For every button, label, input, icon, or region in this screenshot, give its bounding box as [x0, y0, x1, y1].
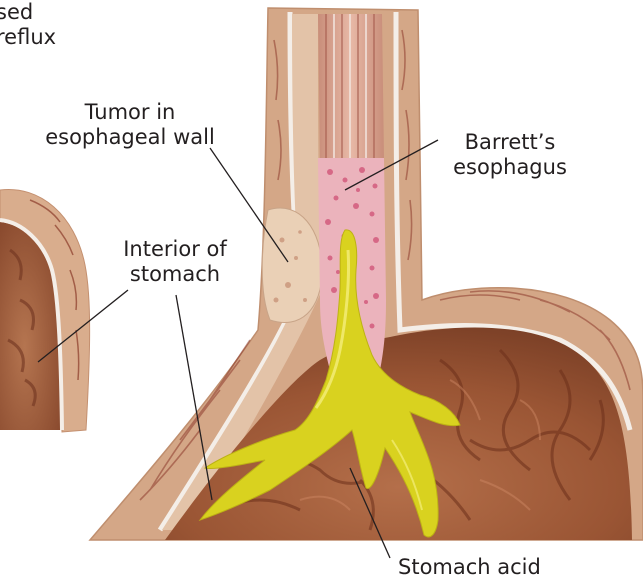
top-left-label-line2: reflux	[0, 25, 56, 50]
top-left-label: sed reflux	[0, 0, 56, 50]
barretts-label: Barrett’s esophagus	[430, 130, 590, 180]
acid-label-text: Stomach acid	[398, 555, 541, 580]
barretts-label-line1: Barrett’s	[430, 130, 590, 155]
interior-label-line1: Interior of	[100, 237, 250, 262]
interior-label: Interior of stomach	[100, 237, 250, 287]
barretts-label-line2: esophagus	[430, 155, 590, 180]
tumor-label-line1: Tumor in	[40, 100, 220, 125]
tumor-label: Tumor in esophageal wall	[40, 100, 220, 150]
tumor-label-line2: esophageal wall	[40, 125, 220, 150]
acid-label: Stomach acid	[398, 555, 541, 580]
top-left-label-line1: sed	[0, 0, 56, 25]
interior-label-line2: stomach	[100, 262, 250, 287]
left-stomach-section	[0, 189, 90, 432]
